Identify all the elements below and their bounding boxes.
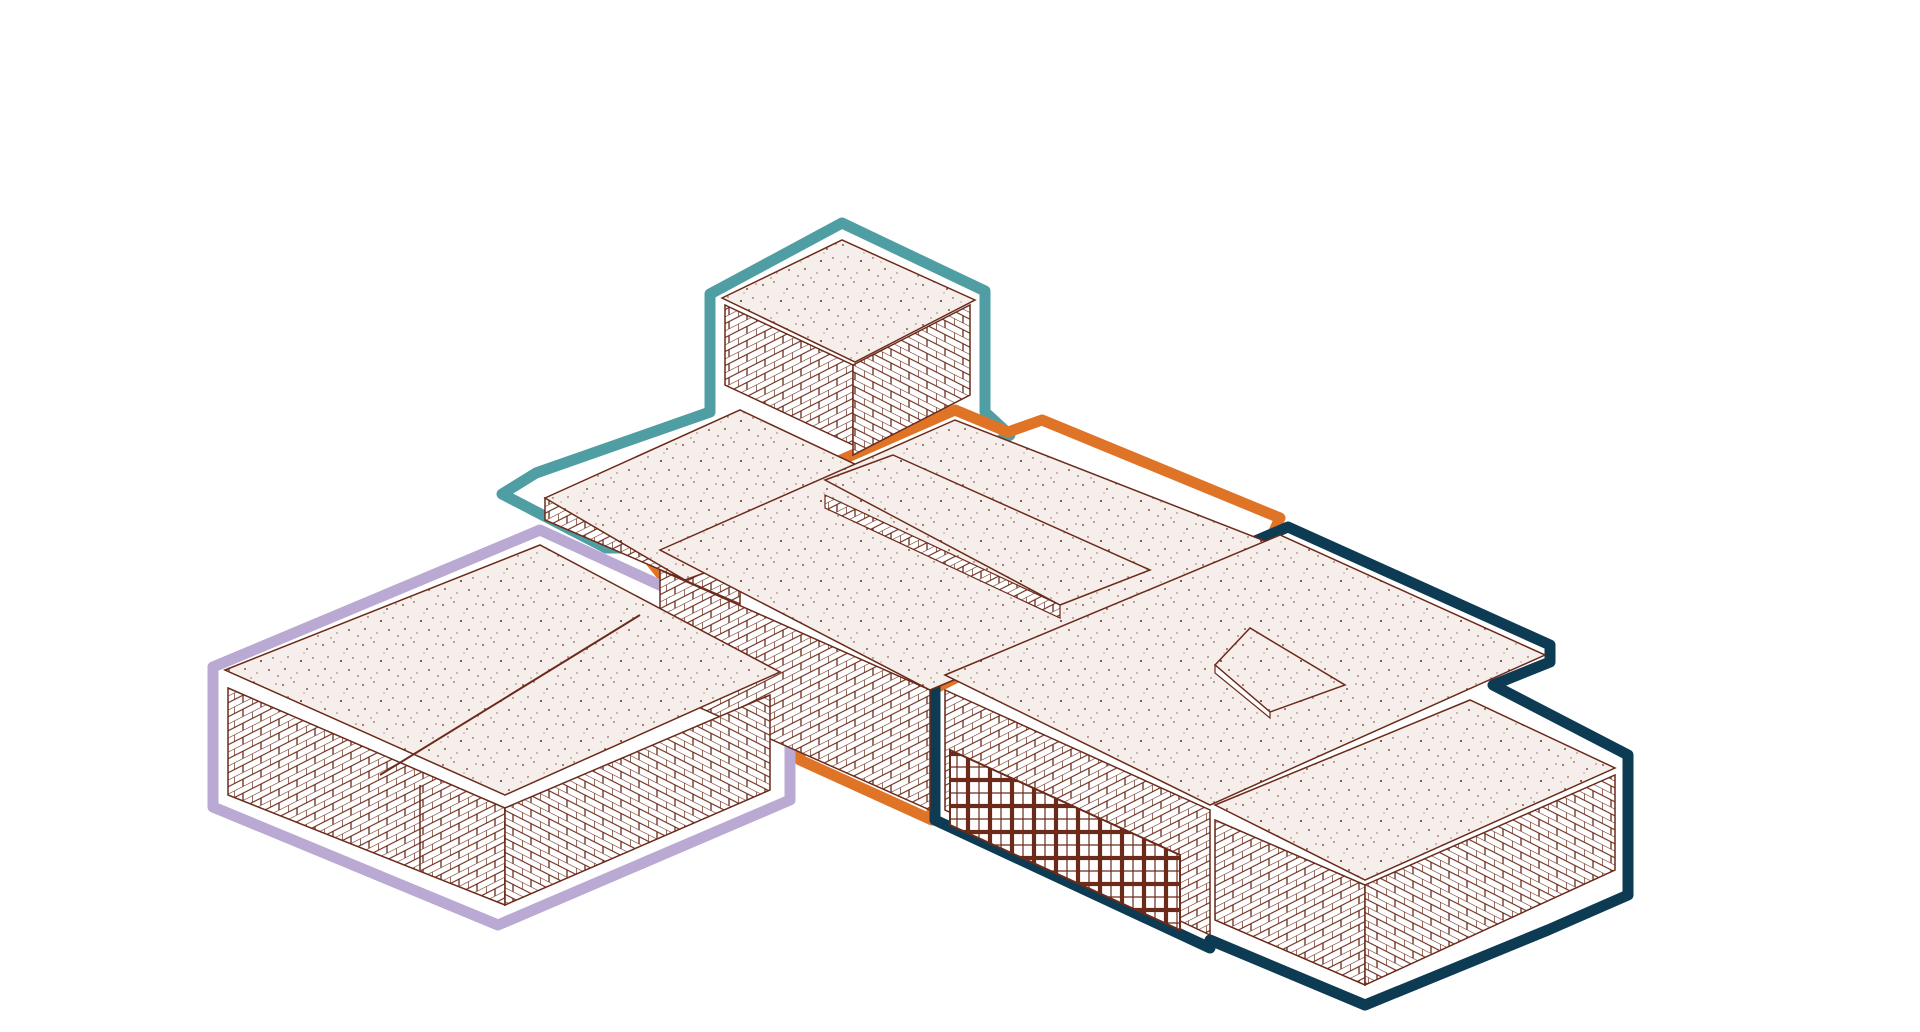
annex-roof	[1213, 699, 1617, 881]
navy-zone-outline	[929, 521, 1634, 1011]
left-hall-roof	[223, 544, 782, 796]
clerestory-side	[824, 494, 1061, 619]
orange-block	[658, 419, 1277, 812]
left-hall-right-wall	[504, 693, 771, 907]
teal-block	[543, 239, 977, 606]
left-hall-roof-ridge	[379, 614, 641, 776]
glazed-facade	[949, 748, 1181, 932]
tower-roof	[720, 239, 977, 363]
navy-block	[943, 534, 1617, 987]
lavender-block	[223, 544, 782, 907]
tower-right-wall	[852, 303, 971, 457]
clerestory-roof	[823, 454, 1152, 606]
annex-right-wall	[1364, 773, 1616, 987]
skylight-side	[1214, 663, 1271, 720]
